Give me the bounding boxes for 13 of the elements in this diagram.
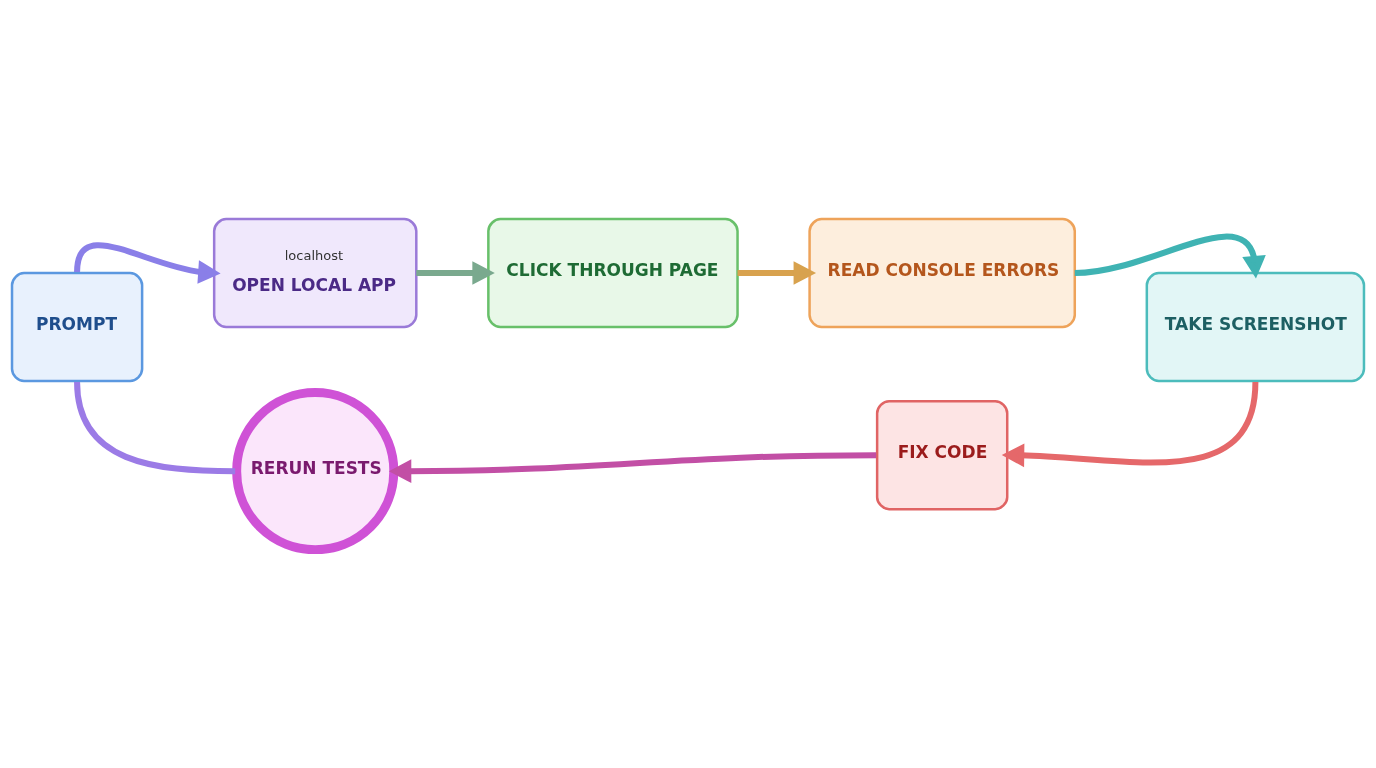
arrow [1001, 381, 1259, 467]
node-box: localhost OPEN LOCAL APP [212, 217, 418, 328]
node-box: READ CONSOLE ERRORS [808, 217, 1076, 328]
arrow [416, 260, 495, 285]
arrow [737, 260, 817, 285]
arrow [388, 451, 877, 483]
arrow [1074, 233, 1266, 278]
node-box: CLICK THROUGH PAGE [487, 217, 739, 328]
node-circle: RERUN TESTS [232, 387, 399, 554]
node-box: PROMPT [10, 271, 144, 382]
node-box: FIX CODE [875, 399, 1009, 510]
connector [74, 381, 236, 474]
node-box: TAKE SCREENSHOT [1145, 271, 1366, 382]
